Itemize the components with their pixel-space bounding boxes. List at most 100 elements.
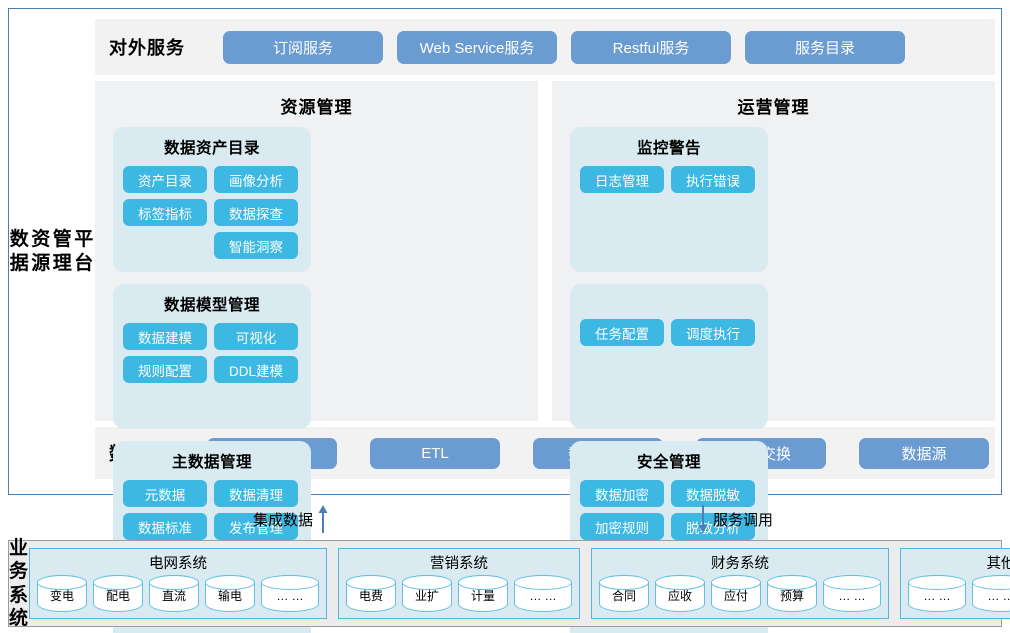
module-card-title: 监控警告 — [636, 140, 701, 157]
external-service-button[interactable]: Restful服务 — [571, 30, 731, 64]
chip-column-right: 画像分析数据探查智能洞察 — [214, 166, 298, 259]
external-services-title: 对外服务 — [109, 38, 185, 58]
database-cylinder-icon[interactable]: 业扩 — [401, 574, 453, 612]
database-cylinder-icon[interactable]: 变电 — [36, 574, 88, 612]
module-chip[interactable]: 执行错误 — [671, 166, 755, 193]
database-cylinder-icon[interactable]: … … — [971, 574, 1010, 612]
database-cylinder-icon[interactable]: 应收 — [654, 574, 706, 612]
side-label-line: 管理 — [52, 229, 73, 274]
database-cylinder-row: 电费 业扩 计量 … … — [345, 574, 573, 612]
resource-card-grid: 数据资产目录资产目录标签指标画像分析数据探查智能洞察数据模型管理数据建模规则配置… — [103, 127, 530, 633]
module-chip[interactable]: 标签指标 — [123, 199, 207, 226]
module-chip[interactable]: 画像分析 — [214, 166, 298, 193]
external-service-button[interactable]: 订阅服务 — [223, 30, 383, 64]
panel-title-resource: 资源管理 — [280, 98, 353, 117]
platform-side-label: 数据资源管理平台 — [9, 9, 95, 494]
module-chip[interactable]: 数据脱敏 — [671, 480, 755, 507]
business-system-group: 财务系统合同 应收 应付 预算 … … — [591, 548, 890, 619]
external-service-button[interactable]: 服务目录 — [745, 30, 905, 64]
panel-resource-management: 资源管理 数据资产目录资产目录标签指标画像分析数据探查智能洞察数据模型管理数据建… — [95, 81, 538, 633]
business-system-group: 其他… …… …… … — [900, 548, 1010, 619]
module-chip[interactable]: 日志管理 — [580, 166, 664, 193]
module-chip[interactable]: 加密规则 — [580, 513, 664, 540]
database-cylinder-label: 变电 — [50, 589, 75, 603]
module-chip[interactable]: 数据探查 — [214, 199, 298, 226]
module-chip[interactable]: 脱敏分析 — [671, 513, 755, 540]
platform-body: 对外服务 订阅服务 Web Service服务 Restful服务服务目录 资源管理… — [95, 19, 995, 633]
database-cylinder-icon[interactable]: … … — [260, 574, 320, 612]
database-cylinder-row: 变电 配电 直流 输电 … … — [36, 574, 320, 612]
module-card-title: 数据模型管理 — [163, 297, 260, 314]
business-system-group-title: 财务系统 — [711, 556, 770, 572]
module-card: 数据模型管理数据建模规则配置可视化 DDL建模 — [113, 284, 311, 429]
database-cylinder-icon[interactable]: 配电 — [92, 574, 144, 612]
chip-column-left: 元数据数据标准 — [123, 480, 207, 540]
business-systems-frame: 业务系统 电网系统变电 配电 直流 输电 … … 营销系统电费 业扩 计量 … … 财务系统合同 应… — [8, 537, 1010, 630]
database-cylinder-icon[interactable]: 计量 — [457, 574, 509, 612]
database-cylinder-icon[interactable]: 电费 — [345, 574, 397, 612]
module-chip[interactable]: 智能洞察 — [214, 232, 298, 259]
database-cylinder-icon[interactable]: … … — [513, 574, 573, 612]
database-cylinder-icon[interactable]: 预算 — [766, 574, 818, 612]
module-chip[interactable]: 数据建模 — [123, 323, 207, 350]
management-panels: 资源管理 数据资产目录资产目录标签指标画像分析数据探查智能洞察数据模型管理数据建… — [95, 81, 995, 633]
side-label-line: 系统 — [9, 584, 30, 629]
module-chip-columns: 任务配置调度执行 — [580, 319, 758, 346]
database-cylinder-row: 合同 应收 应付 预算 … … — [598, 574, 882, 612]
module-chip[interactable]: 规则配置 — [123, 356, 207, 383]
module-chip[interactable]: 任务配置 — [580, 319, 664, 346]
database-cylinder-label: … … — [276, 588, 304, 603]
side-label-line: 数据 — [9, 229, 30, 274]
database-cylinder-icon[interactable]: … … — [907, 574, 967, 612]
module-chip-columns: 元数据数据标准数据清理发布管理 — [123, 480, 301, 540]
arrow-down-icon — [698, 505, 708, 533]
database-cylinder-label: 预算 — [780, 589, 805, 603]
module-chip[interactable]: 资产目录 — [123, 166, 207, 193]
arrow-up-icon — [318, 505, 328, 533]
module-card-title: 安全管理 — [636, 454, 701, 471]
data-integration-button[interactable]: 数据源 — [859, 437, 989, 469]
database-cylinder-icon[interactable]: … … — [822, 574, 882, 612]
module-chip[interactable]: 数据标准 — [123, 513, 207, 540]
external-service-button[interactable]: Web Service服务 — [397, 30, 557, 64]
module-chip[interactable]: 元数据 — [123, 480, 207, 507]
database-cylinder-label: … … — [838, 588, 866, 603]
side-label-line: 平台 — [74, 229, 95, 274]
chip-column-right: 调度执行 — [671, 319, 755, 346]
module-chip[interactable]: DDL建模 — [214, 356, 298, 383]
database-cylinder-label: … … — [923, 588, 951, 603]
database-cylinder-icon[interactable]: 输电 — [204, 574, 256, 612]
side-label-line: 资源 — [31, 229, 52, 274]
module-chip[interactable]: 可视化 — [214, 323, 298, 350]
database-cylinder-label: 业扩 — [415, 589, 440, 603]
module-card: 任务配置调度执行 — [570, 284, 768, 429]
business-system-group: 营销系统电费 业扩 计量 … … — [338, 548, 581, 619]
business-system-group-title: 其他 — [986, 556, 1010, 572]
module-card: 数据资产目录资产目录标签指标画像分析数据探查智能洞察 — [113, 127, 311, 272]
database-cylinder-label: 计量 — [471, 589, 496, 603]
database-cylinder-label: 电费 — [359, 589, 384, 603]
module-chip[interactable]: 数据加密 — [580, 480, 664, 507]
database-cylinder-icon[interactable]: 直流 — [148, 574, 200, 612]
chip-column-right: 可视化 DDL建模 — [214, 323, 298, 383]
business-system-group-title: 营销系统 — [430, 556, 489, 572]
database-cylinder-label: 合同 — [612, 589, 637, 603]
chip-column-left: 任务配置 — [580, 319, 664, 346]
database-cylinder-label: 应付 — [724, 589, 749, 603]
data-integration-button[interactable]: ETL — [370, 437, 500, 469]
module-chip[interactable]: 发布管理 — [214, 513, 298, 540]
business-system-group-title: 电网系统 — [149, 556, 208, 572]
module-chip-columns: 数据建模规则配置可视化 DDL建模 — [123, 323, 301, 383]
database-cylinder-icon[interactable]: 应付 — [710, 574, 762, 612]
service-invoke-flow: 服务调用 — [697, 505, 773, 533]
database-cylinder-label: 直流 — [162, 589, 187, 603]
business-systems-side-label: 业务系统 — [9, 537, 29, 630]
panel-title-operations: 运营管理 — [737, 98, 810, 117]
module-chip[interactable]: 调度执行 — [671, 319, 755, 346]
module-chip[interactable]: 数据清理 — [214, 480, 298, 507]
database-cylinder-icon[interactable]: 合同 — [598, 574, 650, 612]
module-chip-columns: 资产目录标签指标画像分析数据探查智能洞察 — [123, 166, 301, 259]
external-services-buttons: 订阅服务 Web Service服务 Restful服务服务目录 — [223, 30, 905, 64]
